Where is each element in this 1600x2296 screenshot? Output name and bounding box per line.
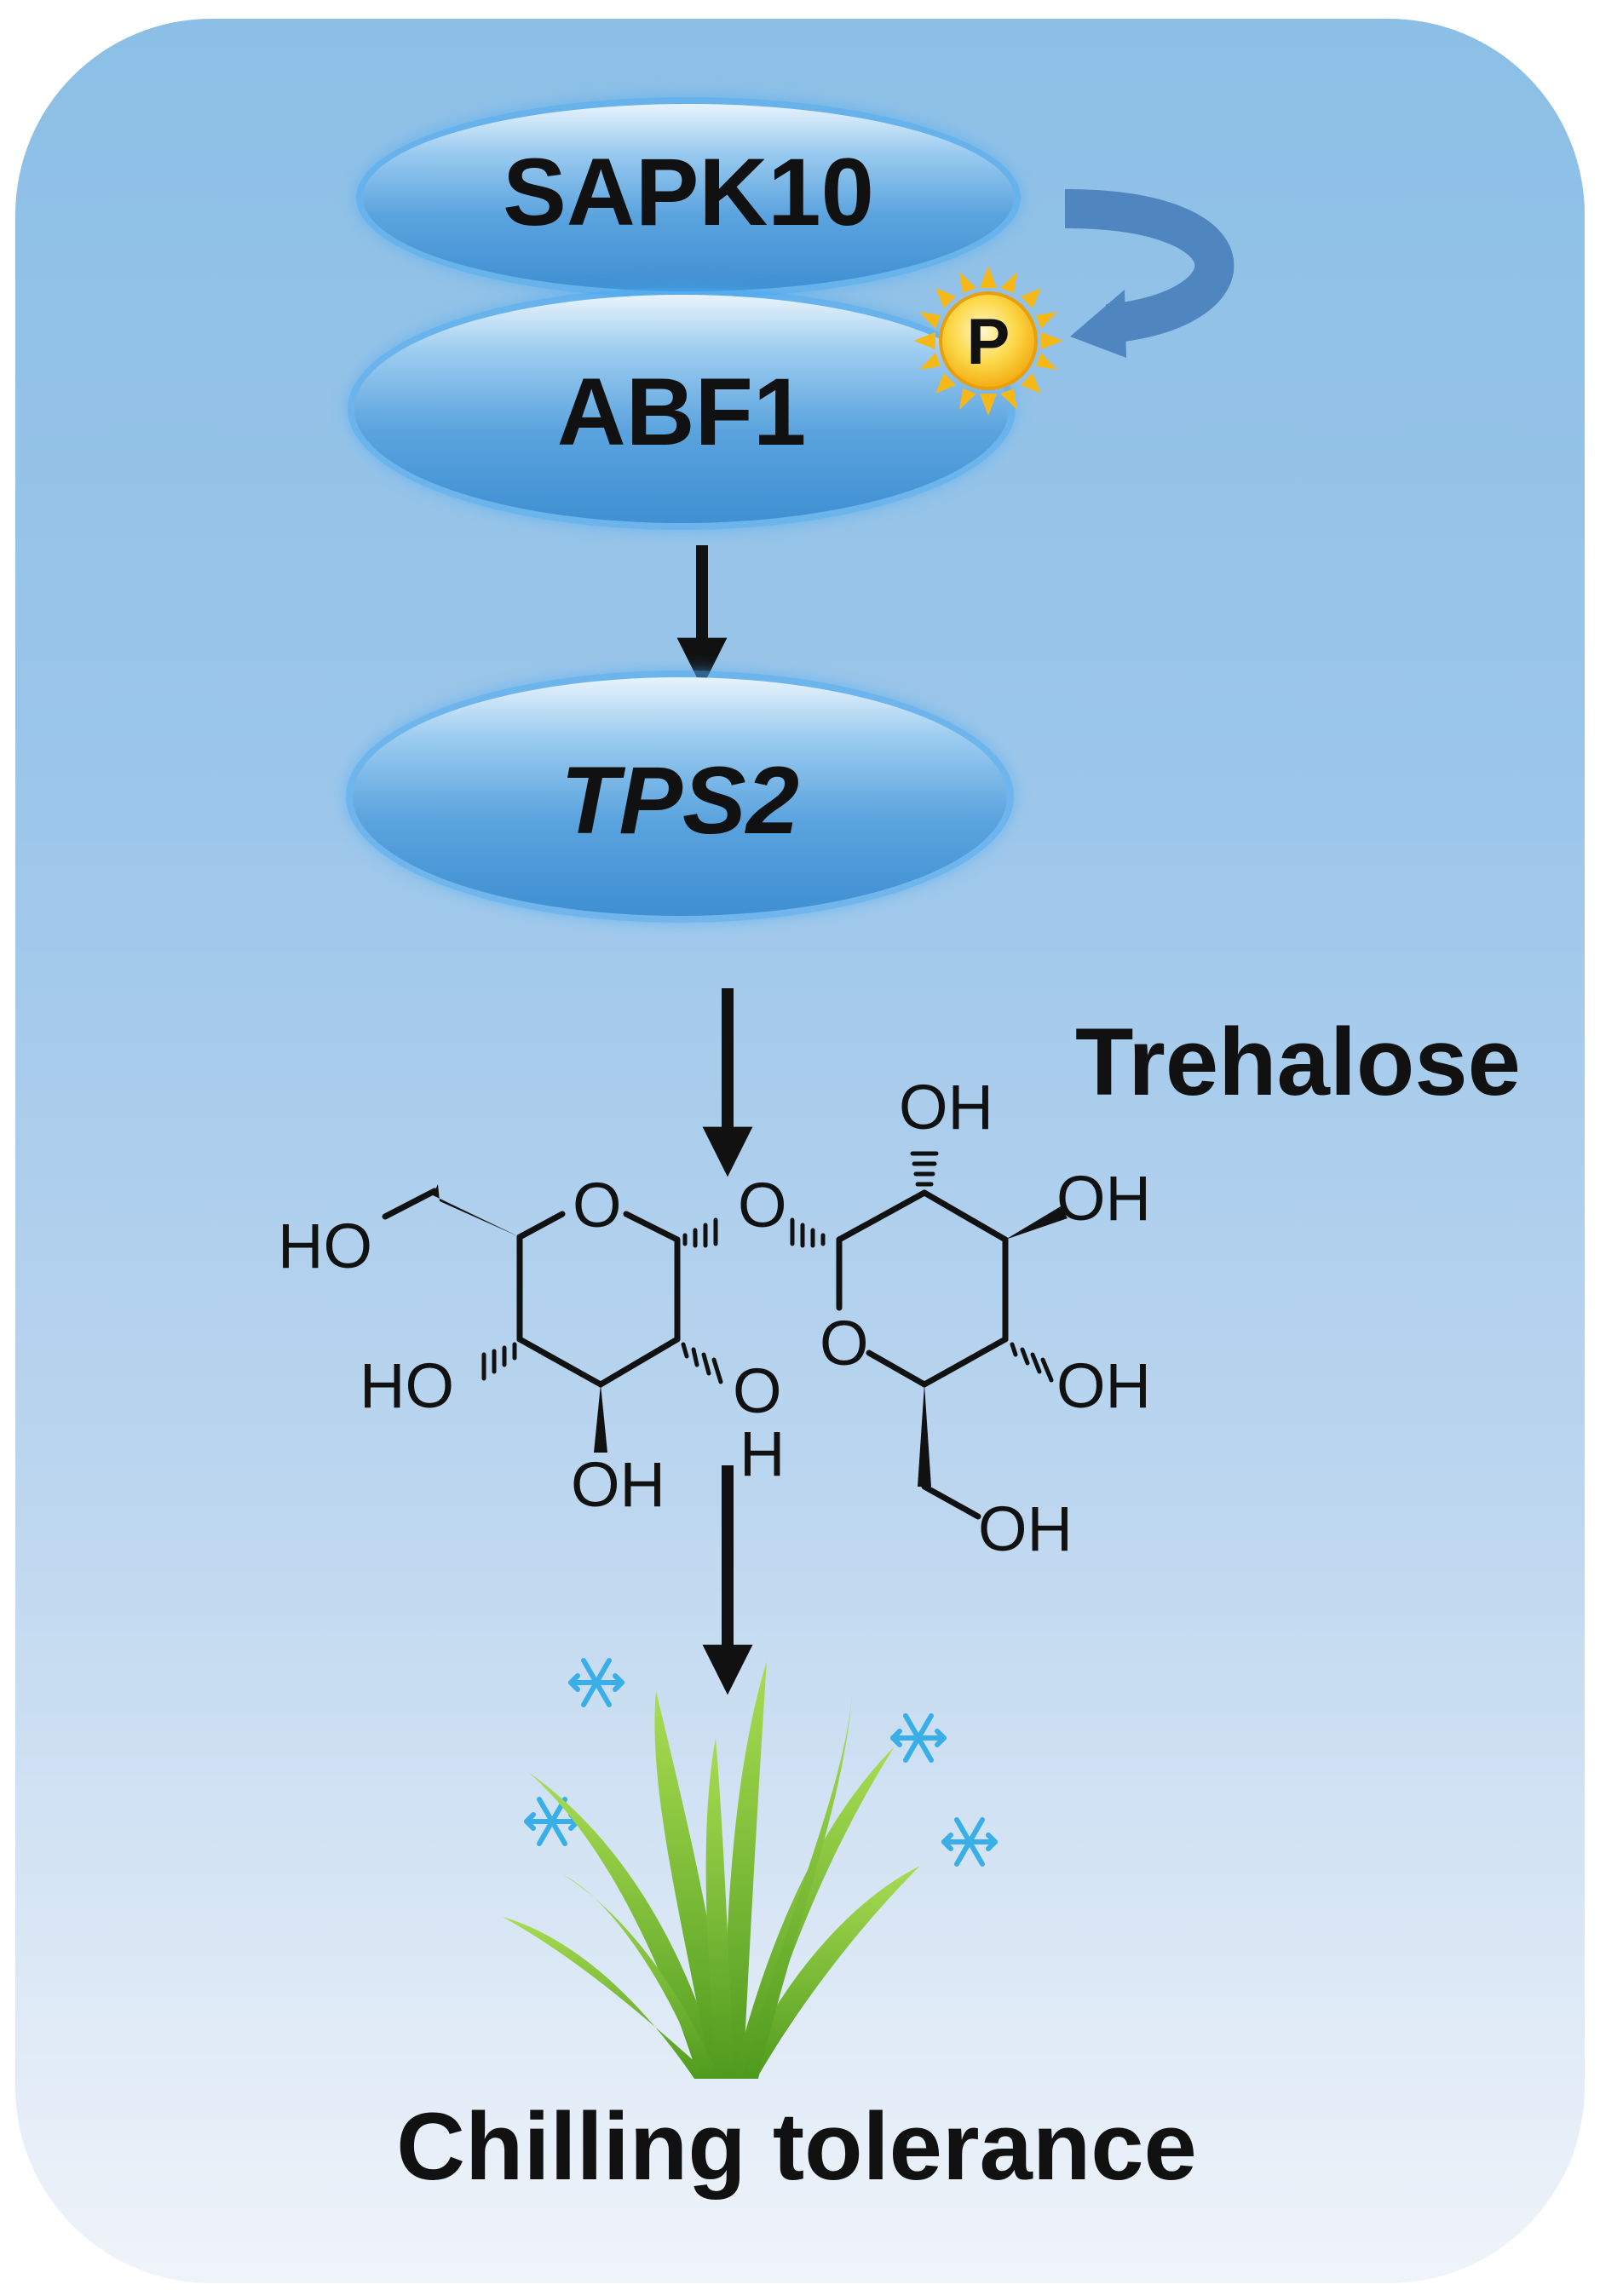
atom-oh-right-upper: OH [1056,1163,1151,1234]
atom-oh-right-bottom: OH [978,1493,1073,1564]
atom-ho-left-mid: HO [360,1350,454,1421]
tps2-label: TPS2 [561,747,799,854]
atom-o-ring-left: O [573,1170,622,1240]
phosphate-sun-icon: P [913,266,1063,416]
snowflake-icon [941,1817,998,1867]
tps2-node: TPS2 [346,670,1014,923]
snowflake-icon [890,1713,947,1763]
trehalose-atoms: HO O O HO O H OH OH OH O OH OH [278,1072,1151,1564]
atom-o-bridge: O [738,1170,787,1240]
atom-oh-right-lower: OH [1056,1350,1151,1421]
phosphate-label: P [967,306,1010,378]
atom-o-left-c2: O [733,1355,782,1426]
trehalose-structure [382,1151,1068,1520]
sapk10-node: SAPK10 [356,97,1021,298]
chilling-tolerance-label: Chilling tolerance [396,2093,1197,2200]
abf1-label: ABF1 [557,359,806,465]
abf1-node: ABF1 [348,288,1016,530]
sapk10-label: SAPK10 [503,139,874,245]
atom-oh-right-top: OH [899,1072,993,1142]
atom-o-ring-right: O [820,1308,869,1378]
panel-background [15,19,1585,2283]
snowflake-icon [568,1658,624,1707]
atom-ho-left-top: HO [278,1211,372,1281]
grass-plant-icon [503,1661,920,2079]
atom-h-left-c2: H [740,1418,785,1489]
trehalose-label: Trehalose [1075,1009,1521,1115]
atom-oh-left-bottom: OH [571,1449,665,1520]
phosphorylation-arrow [1064,189,1235,358]
